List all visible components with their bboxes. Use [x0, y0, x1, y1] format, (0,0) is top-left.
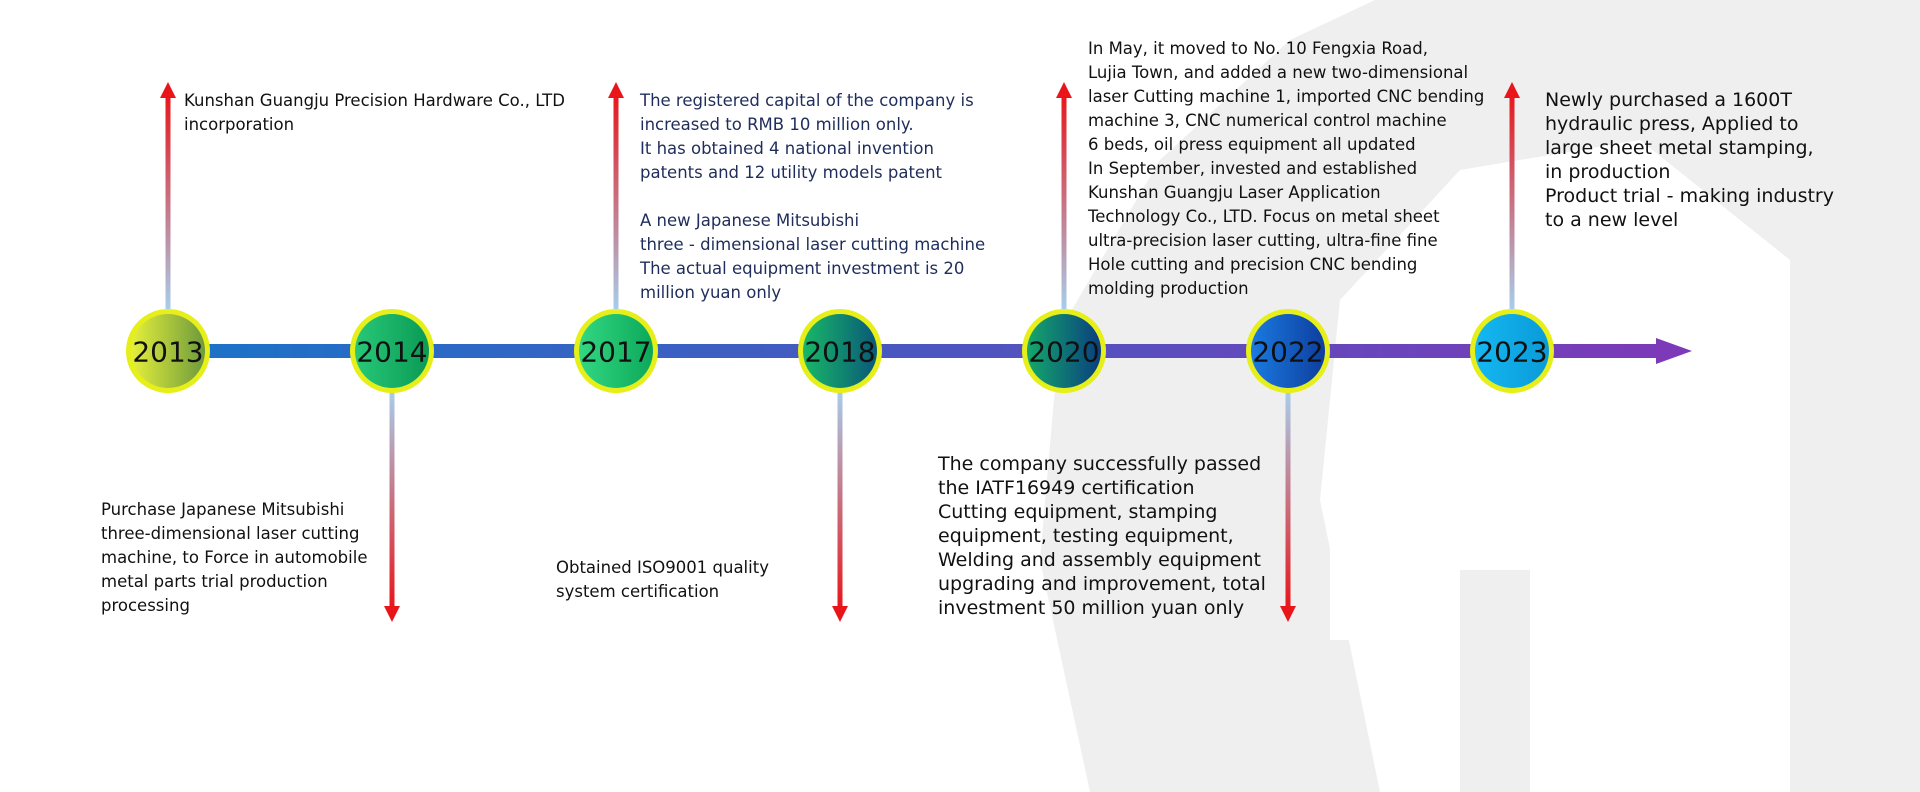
year-marker-fill	[579, 314, 653, 388]
year-marker-fill	[1475, 314, 1549, 388]
year-label: 2020	[1028, 336, 1099, 369]
connector-line-2014	[389, 393, 395, 608]
arrow-up-icon	[1504, 82, 1520, 98]
year-label: 2013	[132, 336, 203, 369]
year-marker-fill	[355, 314, 429, 388]
connector-line-2020	[1061, 94, 1067, 309]
year-label: 2014	[356, 336, 427, 369]
milestone-description-2023: Newly purchased a 1600T hydraulic press,…	[1545, 89, 1834, 231]
arrow-down-icon	[384, 606, 400, 622]
connector-2014	[384, 393, 400, 622]
milestone-description-2017: The registered capital of the company is…	[640, 91, 986, 302]
year-marker-fill	[803, 314, 877, 388]
arrow-up-icon	[608, 82, 624, 98]
arrow-down-icon	[832, 606, 848, 622]
year-marker-fill	[1251, 314, 1325, 388]
arrow-up-icon	[1056, 82, 1072, 98]
arrow-down-icon	[1280, 606, 1296, 622]
arrow-up-icon	[160, 82, 176, 98]
milestone-description-2020: In May, it moved to No. 10 Fengxia Road,…	[1088, 39, 1485, 298]
milestone-description-2022: The company successfully passed the IATF…	[938, 453, 1266, 619]
milestone-description-2018: Obtained ISO9001 quality system certific…	[556, 558, 769, 601]
year-marker-2013: 2013	[126, 309, 210, 393]
year-marker-fill	[1027, 314, 1101, 388]
year-marker-2023: 2023	[1470, 309, 1554, 393]
connector-2013	[160, 82, 176, 309]
year-label: 2023	[1476, 336, 1547, 369]
connector-2018	[832, 393, 848, 622]
year-marker-2022: 2022	[1246, 309, 1330, 393]
year-marker-fill	[131, 314, 205, 388]
year-marker-2014: 2014	[350, 309, 434, 393]
connector-line-2013	[165, 94, 171, 309]
connector-2023	[1504, 82, 1520, 309]
connector-2017	[608, 82, 624, 309]
connector-2020	[1056, 82, 1072, 309]
year-label: 2022	[1252, 336, 1323, 369]
connector-line-2023	[1509, 94, 1515, 309]
timeline-axis-arrowhead	[1656, 338, 1692, 364]
connector-line-2018	[837, 393, 843, 608]
connector-2022	[1280, 393, 1296, 622]
connector-line-2022	[1285, 393, 1291, 608]
year-marker-2020: 2020	[1022, 309, 1106, 393]
year-label: 2017	[580, 336, 651, 369]
milestone-description-2013: Kunshan Guangju Precision Hardware Co., …	[184, 91, 565, 134]
year-marker-2018: 2018	[798, 309, 882, 393]
connector-line-2017	[613, 94, 619, 309]
milestone-description-2014: Purchase Japanese Mitsubishi three-dimen…	[101, 500, 368, 615]
year-label: 2018	[804, 336, 875, 369]
year-marker-2017: 2017	[574, 309, 658, 393]
